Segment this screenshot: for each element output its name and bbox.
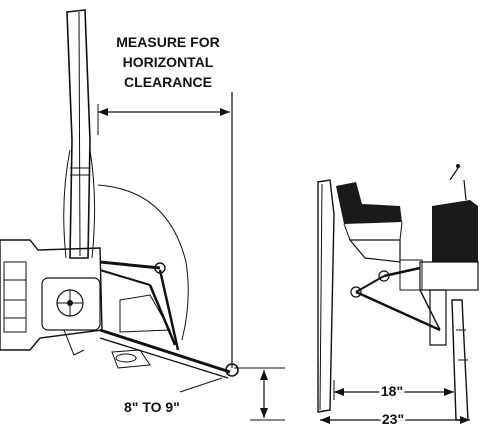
dimension-23: [320, 416, 470, 424]
callout-line-1: MEASURE FOR: [116, 34, 219, 50]
dimension-23-label: 23": [382, 411, 404, 425]
callout-line-2: HORIZONTAL: [123, 54, 214, 70]
left-hitch-view: MEASURE FOR HORIZONTAL CLEARANCE 8" TO 9…: [0, 9, 285, 421]
callout-line-3: CLEARANCE: [124, 74, 212, 90]
height-label: 8" TO 9": [124, 399, 180, 415]
dimension-18: [333, 380, 454, 400]
rear-panel: [317, 179, 335, 413]
right-mount-view: 18" 23": [317, 164, 479, 425]
height-dimension: [260, 370, 268, 418]
tractor-rear-housing: [0, 239, 103, 356]
seat: [336, 182, 402, 224]
three-point-linkage: [99, 260, 239, 379]
leader-8-to-9: [179, 377, 223, 393]
mount-plate: [419, 261, 479, 291]
horizontal-clearance-dimension: [97, 104, 230, 135]
hitch-post: [451, 299, 469, 421]
raised-implement-arm: [63, 9, 96, 259]
body-wedge: [348, 239, 401, 263]
swing-arc: [97, 184, 189, 341]
tractor-housing-dark: [432, 200, 478, 262]
dimension-18-label: 18": [381, 383, 403, 399]
right-linkage: [350, 266, 447, 346]
